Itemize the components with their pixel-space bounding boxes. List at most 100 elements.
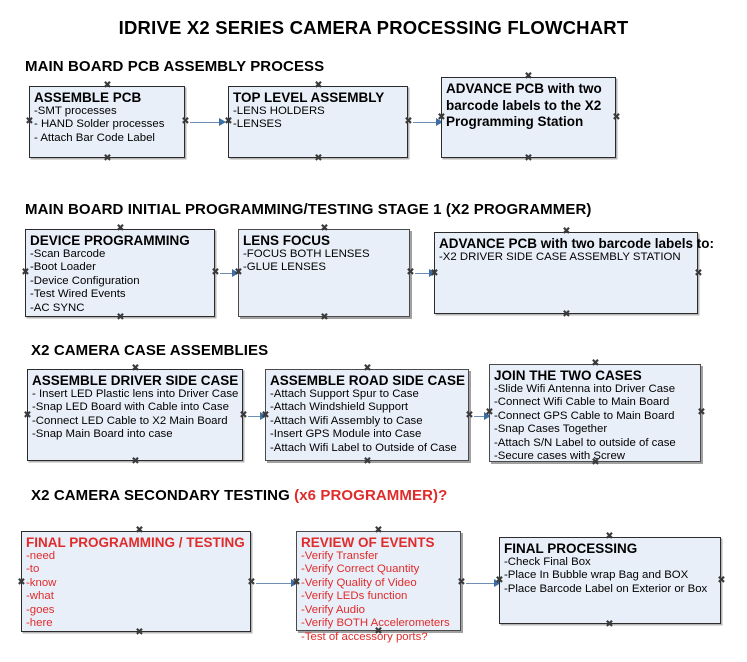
node-line: -know — [26, 576, 57, 589]
node-title: ADVANCE PCB with two barcode labels to: — [439, 236, 715, 251]
node-line: -Snap Cases Together — [494, 423, 608, 436]
node-assemble-driver-side-case[interactable]: ASSEMBLE DRIVER SIDE CASE - Insert LED P… — [27, 369, 243, 461]
connector-line — [190, 122, 220, 123]
connection-point: ✖ — [697, 407, 706, 418]
connection-point: ✖ — [465, 410, 474, 421]
connector-arrowhead — [494, 579, 501, 587]
node-line: -Verify Correct Quantity — [301, 563, 420, 576]
node-line: -here — [26, 617, 53, 630]
node-line: -X2 DRIVER SIDE CASE ASSEMBLY STATION — [439, 251, 681, 263]
connector-line — [474, 416, 486, 417]
node-title: ADVANCE PCB with two barcode labels to t… — [446, 81, 602, 129]
node-review-of-events[interactable]: REVIEW OF EVENTS -Verify Transfer -Verif… — [296, 531, 461, 643]
connector-line — [256, 583, 292, 584]
connection-point: ✖ — [605, 531, 614, 542]
node-line: - HAND Solder processes — [34, 118, 165, 131]
connection-point: ✖ — [131, 456, 140, 467]
connection-point: ✖ — [717, 575, 726, 586]
connector-line — [466, 583, 495, 584]
node-line: -Attach Windshield Support — [270, 401, 409, 414]
node-line: -LENS HOLDERS — [233, 105, 325, 117]
connector-line — [413, 122, 437, 123]
node-line: -Slide Wifi Antenna into Driver Case — [494, 383, 676, 395]
node-advance-pcb-programming-station[interactable]: ADVANCE PCB with two barcode labels to t… — [441, 77, 616, 158]
node-title: ASSEMBLE ROAD SIDE CASE — [270, 373, 466, 388]
node-title: FINAL PROCESSING — [504, 541, 638, 556]
connection-point: ✖ — [314, 80, 323, 91]
node-assemble-pcb[interactable]: ASSEMBLE PCB -SMT processes - HAND Solde… — [29, 86, 185, 158]
connection-point: ✖ — [21, 267, 30, 278]
connection-point: ✖ — [181, 116, 190, 127]
node-line: -Place Barcode Label on Exterior or Box — [504, 582, 708, 595]
connection-point: ✖ — [437, 112, 446, 123]
node-line: -goes — [26, 603, 55, 616]
node-title: FINAL PROGRAMMING / TESTING — [26, 535, 245, 550]
connector-line — [248, 416, 262, 417]
connector-arrowhead — [291, 579, 298, 587]
connector-line — [415, 273, 431, 274]
connection-point: ✖ — [103, 153, 112, 164]
connection-point: ✖ — [25, 116, 34, 127]
connector-arrowhead — [484, 412, 491, 420]
connection-point: ✖ — [314, 153, 323, 164]
node-assemble-road-side-case[interactable]: ASSEMBLE ROAD SIDE CASE -Attach Support … — [265, 369, 469, 461]
connection-point: ✖ — [320, 312, 329, 323]
node-title: REVIEW OF EVENTS — [301, 535, 435, 550]
node-line: -Connect Wifi Cable to Main Board — [494, 396, 670, 409]
connection-point: ✖ — [247, 577, 256, 588]
connection-point: ✖ — [374, 525, 383, 536]
connection-point: ✖ — [135, 525, 144, 536]
node-line: -Insert GPS Module into Case — [270, 428, 422, 441]
node-line: -to — [26, 563, 40, 576]
node-line: -Secure cases with Screw — [494, 450, 626, 463]
node-title: TOP LEVEL ASSEMBLY — [233, 90, 385, 105]
connector-line — [220, 273, 234, 274]
connection-point: ✖ — [591, 358, 600, 369]
node-top-level-assembly[interactable]: TOP LEVEL ASSEMBLY -LENS HOLDERS -LENSES — [228, 86, 408, 158]
connection-point: ✖ — [320, 223, 329, 234]
connection-point: ✖ — [135, 627, 144, 638]
node-final-programming-testing[interactable]: FINAL PROGRAMMING / TESTING -need -to -k… — [21, 531, 251, 632]
node-advance-pcb-driver-side[interactable]: ADVANCE PCB with two barcode labels to: … — [434, 232, 715, 314]
node-title: ASSEMBLE DRIVER SIDE CASE — [32, 373, 239, 388]
node-line: -Verify LEDs function — [301, 590, 408, 603]
node-final-processing[interactable]: FINAL PROCESSING -Check Final Box -Place… — [499, 537, 721, 624]
node-title: ASSEMBLE PCB — [34, 90, 142, 105]
node-title: DEVICE PROGRAMMING — [30, 233, 190, 248]
connection-point: ✖ — [524, 153, 533, 164]
connection-point: ✖ — [103, 80, 112, 91]
node-line: -LENSES — [233, 118, 282, 131]
section-heading-initial-programming: MAIN BOARD INITIAL PROGRAMMING/TESTING S… — [25, 201, 592, 218]
connection-point: ✖ — [562, 309, 571, 320]
node-line: -Boot Loader — [30, 261, 96, 274]
node-line: -Snap Main Board into case — [32, 428, 173, 441]
node-line: -Attach S/N Label to outside of case — [494, 436, 676, 449]
section-heading-accent: (x6 PROGRAMMER)? — [294, 487, 448, 504]
node-join-the-two-cases[interactable]: JOIN THE TWO CASES -Slide Wifi Antenna i… — [489, 364, 701, 462]
node-line: -Attach Wifi Label to Outside of Case — [270, 441, 457, 454]
node-line: -FOCUS BOTH LENSES — [243, 248, 370, 260]
connection-point: ✖ — [406, 267, 415, 278]
node-lens-focus[interactable]: LENS FOCUS -FOCUS BOTH LENSES -GLUE LENS… — [238, 229, 410, 317]
connection-point: ✖ — [17, 577, 26, 588]
connection-point: ✖ — [23, 410, 32, 421]
node-line: -Attach Support Spur to Case — [270, 388, 419, 400]
node-line: -Attach Wifi Assembly to Case — [270, 414, 423, 427]
connection-point: ✖ — [224, 116, 233, 127]
node-title: JOIN THE TWO CASES — [494, 368, 642, 383]
connection-point: ✖ — [430, 268, 439, 279]
node-device-programming[interactable]: DEVICE PROGRAMMING -Scan Barcode -Boot L… — [25, 229, 215, 317]
node-line: -Check Final Box — [504, 556, 591, 568]
node-line: - Insert LED Plastic lens into Driver Ca… — [32, 388, 239, 400]
connection-point: ✖ — [605, 619, 614, 630]
connector-arrowhead — [260, 412, 267, 420]
page-title: IDRIVE X2 SERIES CAMERA PROCESSING FLOWC… — [118, 17, 629, 38]
node-line: -Verify BOTH Accelerometers — [301, 617, 450, 630]
node-line: -Test Wired Events — [30, 288, 126, 301]
node-line: -Connect GPS Cable to Main Board — [494, 409, 675, 422]
node-title: LENS FOCUS — [243, 233, 331, 248]
section-heading-case-assemblies: X2 CAMERA CASE ASSEMBLIES — [31, 342, 269, 359]
node-line: -Connect LED Cable to X2 Main Board — [32, 414, 228, 427]
connection-point: ✖ — [562, 226, 571, 237]
